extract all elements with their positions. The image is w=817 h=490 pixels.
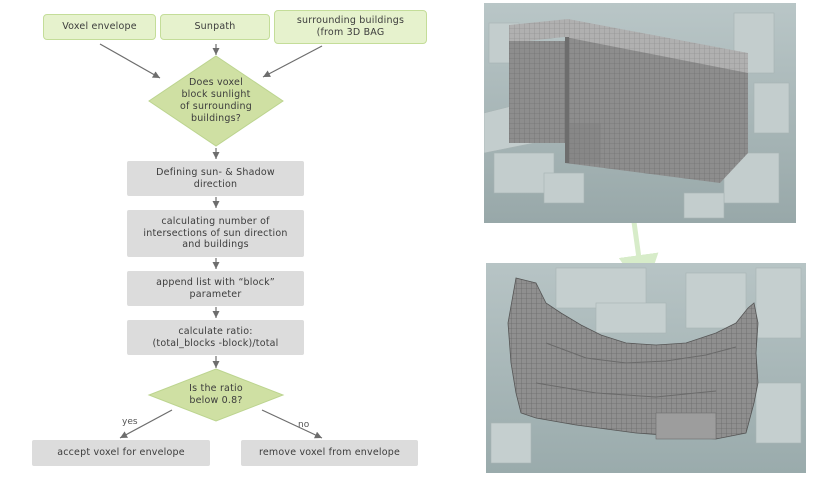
outcome-remove-voxel: remove voxel from envelope	[241, 440, 418, 466]
input-sunpath: Sunpath	[160, 14, 270, 40]
input-surrounding-buildings: surrounding buildings (from 3D BAG	[274, 10, 427, 44]
arrow-decision2-no	[261, 409, 323, 439]
decision-diamond-block	[148, 55, 284, 147]
arrow-buildings-to-decision	[262, 45, 323, 78]
step-intersections: calculating number of intersections of s…	[127, 210, 304, 257]
arrow-decision2-yes	[119, 409, 173, 439]
step-sun-direction: Defining sun- & Shadow direction	[127, 161, 304, 196]
branch-no-label: no	[298, 420, 310, 430]
step-calculate-ratio: calculate ratio: (total_blocks -block)/t…	[127, 320, 304, 355]
input-voxel-envelope: Voxel envelope	[43, 14, 156, 40]
arrow-envelope-to-decision	[99, 43, 161, 79]
branch-yes-label: yes	[122, 417, 138, 427]
voxel-envelope-after-render	[486, 263, 806, 473]
decision-block-label: Does voxel block sunlight of surrounding…	[180, 77, 252, 124]
voxel-envelope-render	[484, 3, 796, 223]
step-append-list: append list with “block” parameter	[127, 271, 304, 306]
decision-ratio-label: Is the ratio below 0.8?	[189, 383, 243, 406]
outcome-accept-voxel: accept voxel for envelope	[32, 440, 210, 466]
decision-diamond-ratio	[147, 368, 285, 422]
